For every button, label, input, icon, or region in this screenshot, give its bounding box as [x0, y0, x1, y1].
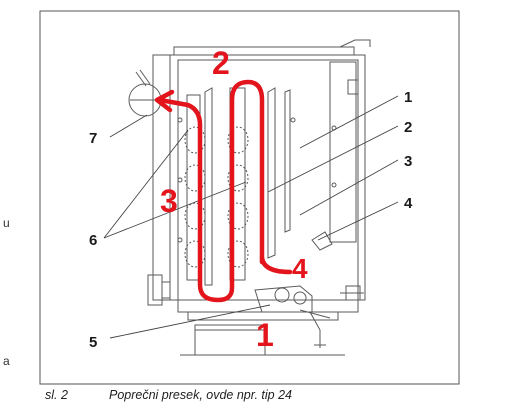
flue-gas-flow-path [154, 79, 293, 303]
flow-line [157, 79, 265, 303]
callout-7: 7 [89, 130, 97, 147]
control-lever [309, 311, 321, 348]
callout-3: 3 [404, 153, 412, 170]
flow-number-1: 1 [256, 317, 274, 353]
figure-frame [39, 10, 460, 385]
callout-6: 6 [89, 232, 97, 249]
callout-4: 4 [404, 195, 413, 212]
base-plate [177, 299, 359, 313]
regulator-4 [311, 231, 333, 251]
callout-5: 5 [89, 334, 97, 351]
flow-number-3: 3 [160, 183, 178, 219]
flow-entry [259, 255, 293, 275]
callout-1: 1 [404, 89, 412, 106]
right-jacket [329, 61, 357, 243]
flow-arrowhead [154, 89, 175, 113]
top-cap [173, 46, 355, 56]
side-text-top: u [3, 216, 10, 230]
turbulator-rings [184, 126, 249, 268]
chamber-wall [267, 87, 276, 259]
figure-caption: sl. 2 Poprečni presek, ovde npr. tip 24 [45, 388, 292, 402]
flow-number-2: 2 [212, 45, 230, 81]
left-flue-channel [152, 54, 171, 301]
callout-2: 2 [404, 119, 412, 136]
fitting-top-right [347, 79, 359, 95]
burner-assembly [254, 285, 313, 313]
top-cap-right [339, 39, 371, 48]
leader-lines [103, 95, 399, 339]
caption-text: Poprečni presek, ovde npr. tip 24 [109, 388, 292, 402]
caption-number: sl. 2 [45, 388, 68, 402]
ash-door [187, 311, 339, 321]
flow-number-4: 4 [292, 253, 308, 284]
pipe-stub-left [147, 274, 163, 306]
side-text-bottom: a [3, 354, 10, 368]
